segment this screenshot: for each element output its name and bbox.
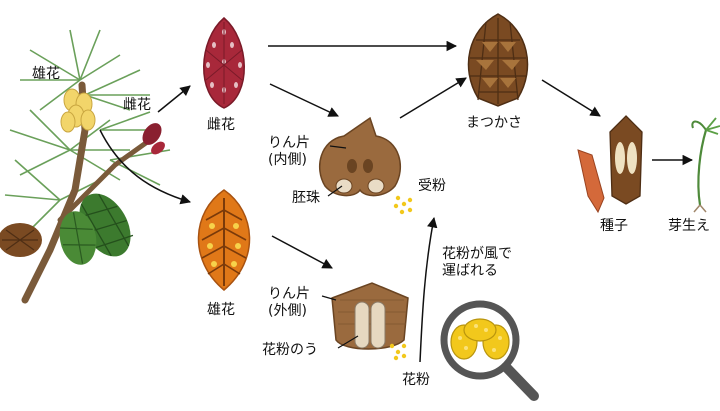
label-scale-inner: りん片 (内側) bbox=[268, 135, 310, 168]
scale-inner-icon bbox=[318, 116, 402, 197]
label-pollination: 受粉 bbox=[418, 178, 446, 194]
label-female-flower-branch: 雌花 bbox=[123, 97, 151, 113]
label-wind-carried: 花粉が風で 運ばれる bbox=[442, 246, 512, 279]
scale-outer-icon bbox=[331, 282, 409, 350]
pollen-grain-icon bbox=[450, 318, 510, 360]
label-pinecone: まつかさ bbox=[466, 115, 522, 131]
female-cone-icon bbox=[203, 17, 245, 109]
leader-lines bbox=[321, 145, 359, 349]
label-germination: 芽生え bbox=[668, 218, 710, 234]
seed-icon bbox=[577, 115, 643, 214]
pollen-dots-ovule bbox=[393, 195, 413, 215]
pine-branch-icon bbox=[0, 29, 171, 304]
magnifier-icon bbox=[440, 300, 539, 401]
arrows bbox=[99, 40, 694, 363]
label-pollen: 花粉 bbox=[402, 372, 430, 388]
label-pollen-sac: 花粉のう bbox=[262, 342, 318, 358]
label-scale-outer: りん片 (外側) bbox=[268, 286, 310, 319]
pollen-dots bbox=[389, 343, 407, 361]
seedling-icon bbox=[691, 117, 720, 213]
label-male-flower: 雄花 bbox=[207, 302, 235, 318]
male-cone-icon bbox=[197, 189, 251, 291]
pinecone-icon bbox=[467, 13, 529, 107]
label-ovule: 胚珠 bbox=[292, 190, 320, 206]
label-female-flower: 雌花 bbox=[207, 117, 235, 133]
label-seed: 種子 bbox=[600, 218, 628, 234]
label-male-flower-branch: 雄花 bbox=[32, 66, 60, 82]
